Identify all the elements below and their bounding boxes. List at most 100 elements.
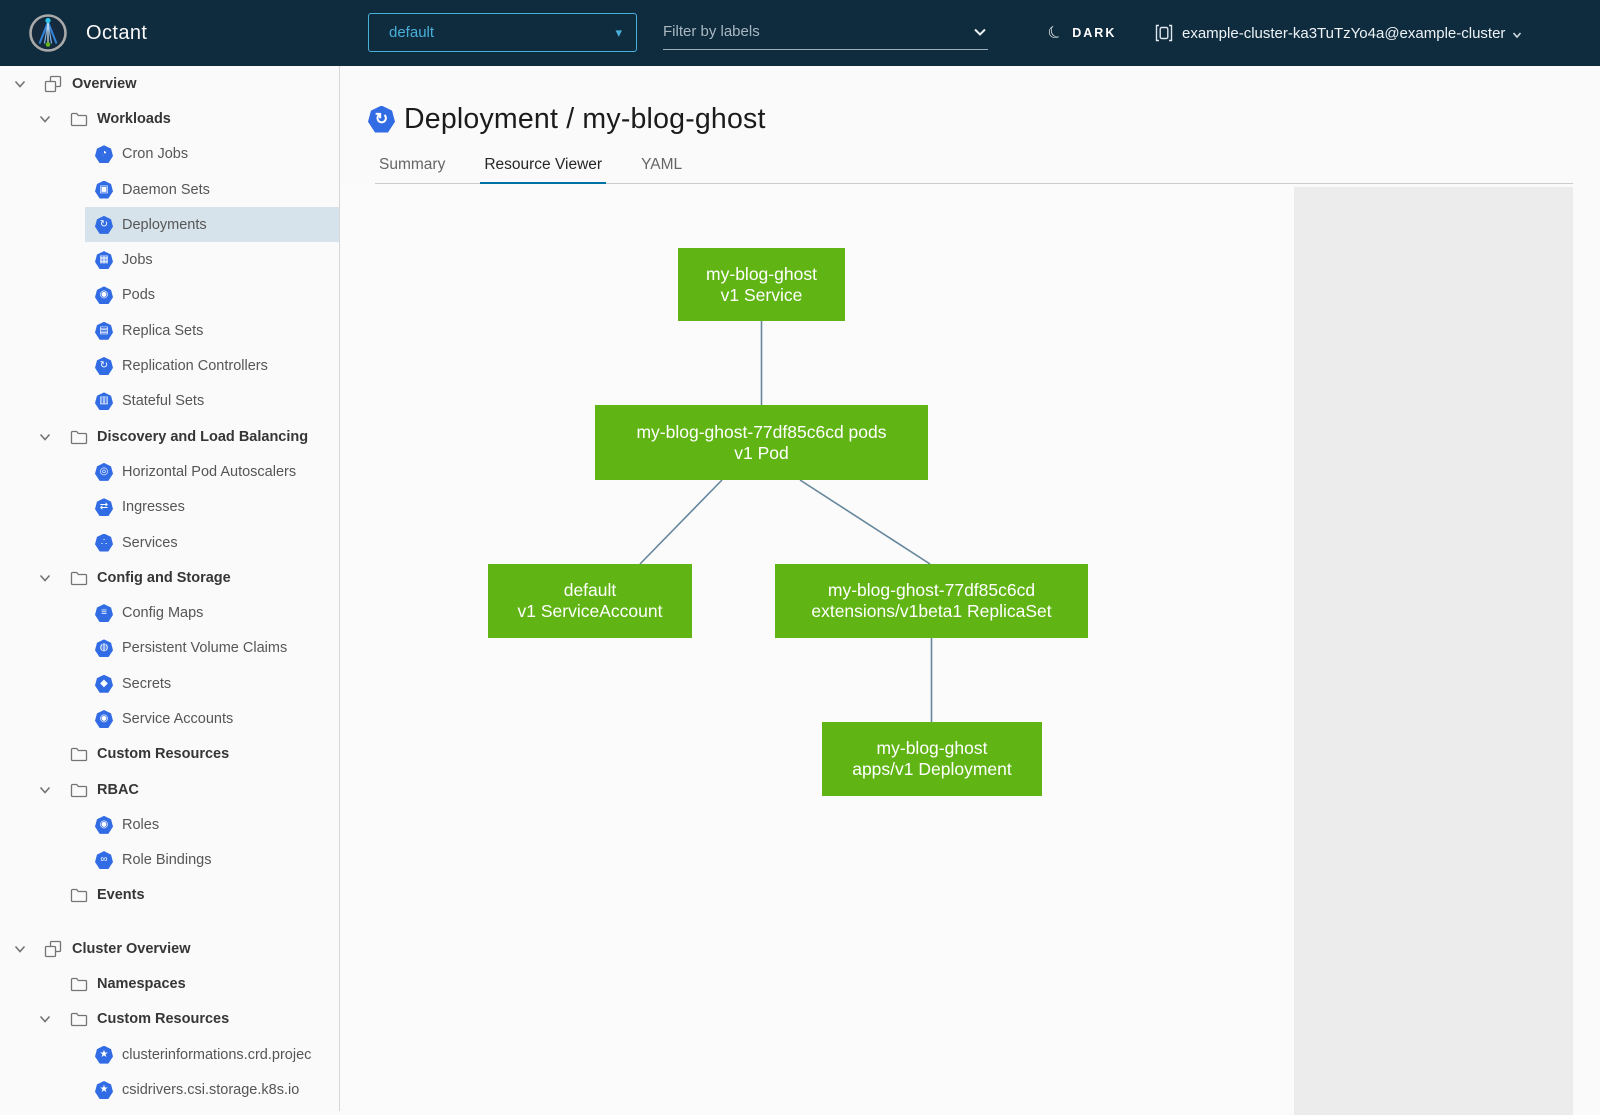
sidebar-item-deployments[interactable]: ↻Deployments: [0, 207, 339, 243]
service-accounts-resource-icon: ◉: [95, 709, 113, 728]
sidebar-item-label: Stateful Sets: [122, 393, 205, 410]
node-kind-label: apps/v1 Deployment: [852, 759, 1012, 779]
sidebar-item-ingresses[interactable]: ⇄Ingresses: [0, 490, 339, 525]
folder-icon: [70, 1013, 88, 1027]
chevron-down-icon[interactable]: [38, 1012, 52, 1026]
sidebar-item-label: Daemon Sets: [122, 181, 210, 198]
secrets-resource-icon: ◆: [95, 674, 113, 693]
label-filter: [663, 14, 988, 50]
folder-icon: [70, 783, 88, 797]
node-name-label: my-blog-ghost-77df85c6cd pods: [636, 421, 887, 442]
pods-resource-icon: ◉: [95, 286, 113, 305]
chevron-down-icon[interactable]: [38, 571, 52, 585]
sidebar-item-label: Cron Jobs: [122, 146, 189, 163]
sidebar-item-label: Services: [122, 534, 178, 551]
dark-mode-toggle[interactable]: ☾ DARK: [1044, 0, 1117, 66]
folder-icon: [70, 748, 88, 762]
sidebar-item-pods[interactable]: ◉ Pods: [0, 278, 339, 313]
sidebar-item-cron-jobs[interactable]: ◔Cron Jobs: [0, 137, 339, 172]
sidebar-item-workloads[interactable]: Workloads: [0, 101, 339, 136]
sidebar-item-jobs[interactable]: ▦Jobs: [0, 242, 339, 277]
tab-summary[interactable]: Summary: [379, 156, 446, 173]
sidebar-item-label: Workloads: [97, 110, 171, 127]
sidebar-item-discovery-and-load-balancing[interactable]: Discovery and Load Balancing: [0, 419, 339, 454]
chevron-down-icon[interactable]: [38, 430, 52, 444]
sidebar-item-custom-resources[interactable]: Custom Resources: [0, 1002, 339, 1037]
edge-pod-serviceaccount: [639, 479, 723, 565]
sidebar-item-label: Custom Resources: [97, 1011, 230, 1028]
sidebar-item-namespaces[interactable]: Namespaces: [0, 966, 339, 1001]
sidebar-item-label: Config Maps: [122, 605, 204, 622]
tab-resource-viewer[interactable]: Resource Viewer: [480, 156, 606, 185]
label-filter-input[interactable]: [663, 23, 972, 40]
label-filter-chevron-icon[interactable]: [972, 24, 988, 40]
folder-icon: [70, 571, 88, 585]
sidebar-item-config-and-storage[interactable]: Config and Storage: [0, 560, 339, 595]
csidrivers-csi-storage-k8s-io-resource-icon: ★: [95, 1080, 113, 1099]
sidebar-item-label: Discovery and Load Balancing: [97, 428, 309, 445]
sidebar-item-clusterinformations-crd-projec[interactable]: ★clusterinformations.crd.projec: [0, 1037, 339, 1072]
stateful-sets-resource-icon: ▥: [95, 392, 113, 411]
octant-logo[interactable]: Octant: [28, 13, 147, 53]
tab-yaml[interactable]: YAML: [641, 156, 683, 173]
node-kind-label: v1 ServiceAccount: [517, 601, 663, 621]
sidebar-item-label: Secrets: [122, 675, 172, 692]
sidebar-item-rbac[interactable]: RBAC: [0, 772, 339, 807]
octant-logo-icon: [29, 14, 67, 52]
node-name-label: my-blog-ghost: [706, 263, 817, 284]
sidebar-item-role-bindings[interactable]: ∞Role Bindings: [0, 843, 339, 878]
sidebar-item-custom-resources[interactable]: Custom Resources: [0, 737, 339, 772]
chevron-down-icon[interactable]: [13, 942, 27, 956]
page-title-row: ↻ Deployment / my-blog-ghost: [368, 103, 1600, 135]
sidebar-item-label: Horizontal Pod Autoscalers: [122, 463, 297, 480]
sidebar-item-horizontal-pod-autoscalers[interactable]: ◎Horizontal Pod Autoscalers: [0, 454, 339, 489]
sidebar-item-secrets[interactable]: ◆ Secrets: [0, 666, 339, 701]
node-name-label: default: [563, 580, 617, 600]
sidebar-item-csidrivers-csi-storage-k8s-io[interactable]: ★ csidrivers.csi.storage.k8s.io: [0, 1072, 339, 1107]
chevron-down-icon[interactable]: [38, 112, 52, 126]
persistent-volume-claims-resource-icon: ◍: [95, 639, 113, 658]
sidebar-item-stateful-sets[interactable]: ▥ Stateful Sets: [0, 384, 339, 419]
sidebar-item-label: clusterinformations.crd.projec: [122, 1046, 312, 1063]
sidebar-item-label: Pods: [122, 287, 156, 304]
chevron-down-icon[interactable]: [38, 783, 52, 797]
sidebar-item-daemon-sets[interactable]: ▣ Daemon Sets: [0, 172, 339, 207]
deployments-resource-icon: ↻: [95, 215, 113, 234]
sidebar-section-gap: [0, 913, 339, 931]
sidebar-item-label: Config and Storage: [97, 569, 231, 586]
sidebar-item-service-accounts[interactable]: ◉Service Accounts: [0, 701, 339, 736]
folder-icon: [70, 112, 88, 127]
sidebar-item-label: Replication Controllers: [122, 358, 268, 375]
sidebar-item-services[interactable]: ∴Services: [0, 525, 339, 560]
app-title: Octant: [86, 21, 148, 44]
namespace-select[interactable]: default ▾: [368, 13, 637, 52]
deployment-icon: ↻: [368, 105, 395, 133]
sidebar-item-label: RBAC: [97, 781, 139, 798]
sidebar-item-config-maps[interactable]: ≡Config Maps: [0, 595, 339, 630]
role-bindings-resource-icon: ∞: [95, 851, 113, 870]
sidebar-item-replica-sets[interactable]: ▤Replica Sets: [0, 313, 339, 348]
applications-icon: [44, 75, 62, 92]
app-header: Octant default ▾ ☾ DARK example-cluster-…: [0, 0, 1600, 66]
chevron-down-icon[interactable]: [13, 77, 27, 91]
dark-mode-label: DARK: [1072, 26, 1117, 40]
sidebar-item-label: csidrivers.csi.storage.k8s.io: [122, 1081, 300, 1098]
node-kind-label: v1 Service: [720, 284, 803, 305]
daemon-sets-resource-icon: ▣: [95, 180, 113, 199]
cluster-context-switcher[interactable]: example-cluster-ka3TuTzYo4a@example-clus…: [1155, 0, 1523, 66]
sidebar-item-cluster-overview[interactable]: Cluster Overview: [0, 931, 339, 966]
sidebar-item-replication-controllers[interactable]: ↻Replication Controllers: [0, 348, 339, 383]
sidebar-item-label: Cluster Overview: [72, 940, 191, 957]
sidebar-item-persistent-volume-claims[interactable]: ◍Persistent Volume Claims: [0, 631, 339, 666]
sidebar-item-overview[interactable]: Overview: [0, 66, 339, 101]
sidebar-item-roles[interactable]: ◉Roles: [0, 807, 339, 842]
sidebar-item-label: Ingresses: [122, 499, 185, 516]
sidebar-item-events[interactable]: Events: [0, 878, 339, 913]
